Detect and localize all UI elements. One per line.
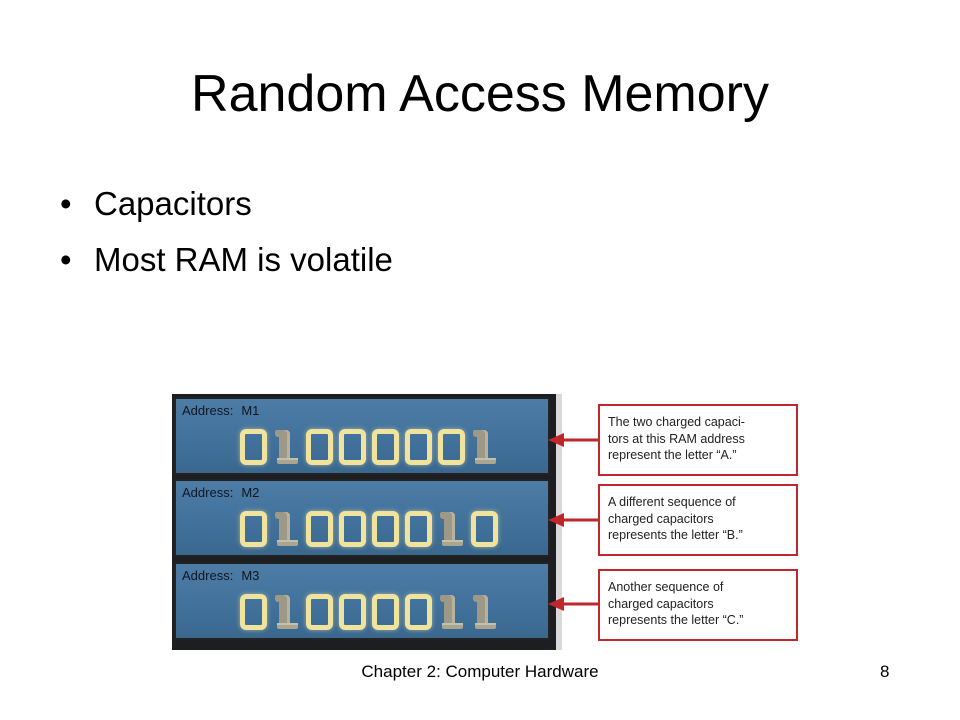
address-value: M2: [241, 485, 260, 500]
uncharged-capacitor-zero: [339, 511, 366, 547]
address-value: M3: [241, 568, 260, 583]
charged-capacitor-one: [273, 594, 300, 630]
callout-line: represents the letter “B.”: [608, 528, 743, 542]
address-value: M1: [241, 403, 260, 418]
slide-footer: Chapter 2: Computer Hardware: [361, 662, 599, 681]
callout-line: The two charged capaci-: [608, 415, 745, 429]
callout-text: Another sequence of charged capacitors r…: [608, 579, 790, 629]
callout-line: charged capacitors: [608, 511, 714, 526]
ram-row-m3: Address: M3: [174, 562, 550, 640]
bullet-item: • Most RAM is volatile: [60, 232, 393, 288]
slide-number: 8: [880, 662, 890, 681]
charged-capacitor-one: [273, 511, 300, 547]
callout-text: The two charged capaci- tors at this RAM…: [608, 414, 790, 464]
charged-capacitor-one: [438, 594, 465, 630]
bullet-marker: •: [60, 185, 72, 222]
uncharged-capacitor-zero: [405, 511, 432, 547]
bullet-text: Capacitors: [94, 185, 252, 222]
uncharged-capacitor-zero: [306, 511, 333, 547]
uncharged-capacitor-zero: [405, 594, 432, 630]
ram-diagram: Address: M1 Address: M2 Address: M3: [172, 394, 556, 650]
address-caption: Address:: [182, 568, 234, 583]
uncharged-capacitor-zero: [240, 511, 267, 547]
address-caption: Address:: [182, 403, 234, 418]
ram-row-m2: Address: M2: [174, 479, 550, 557]
bullet-list: • Capacitors • Most RAM is volatile: [60, 176, 393, 288]
bit-sequence: [240, 429, 498, 465]
callout-box: Another sequence of charged capacitors r…: [598, 569, 798, 641]
charged-capacitor-one: [471, 594, 498, 630]
callout-box: The two charged capaci- tors at this RAM…: [598, 404, 798, 476]
callout-line: A different sequence of: [608, 495, 736, 509]
uncharged-capacitor-zero: [438, 429, 465, 465]
uncharged-capacitor-zero: [405, 429, 432, 465]
uncharged-capacitor-zero: [240, 429, 267, 465]
callout-box: A different sequence of charged capacito…: [598, 484, 798, 556]
diagram-edge: [556, 394, 562, 650]
address-caption: Address:: [182, 485, 234, 500]
address-label: Address: M2: [182, 485, 259, 500]
charged-capacitor-one: [438, 511, 465, 547]
bit-sequence: [240, 511, 498, 547]
callout-line: represents the letter “C.”: [608, 613, 744, 627]
uncharged-capacitor-zero: [372, 429, 399, 465]
uncharged-capacitor-zero: [372, 511, 399, 547]
uncharged-capacitor-zero: [339, 429, 366, 465]
uncharged-capacitor-zero: [306, 594, 333, 630]
bullet-marker: •: [60, 241, 72, 278]
uncharged-capacitor-zero: [339, 594, 366, 630]
address-label: Address: M3: [182, 568, 259, 583]
slide-title: Random Access Memory: [191, 65, 769, 123]
uncharged-capacitor-zero: [240, 594, 267, 630]
charged-capacitor-one: [273, 429, 300, 465]
callout-text: A different sequence of charged capacito…: [608, 494, 790, 544]
uncharged-capacitor-zero: [471, 511, 498, 547]
callout-line: tors at this RAM address: [608, 431, 745, 446]
uncharged-capacitor-zero: [306, 429, 333, 465]
callout-line: Another sequence of: [608, 580, 724, 594]
uncharged-capacitor-zero: [372, 594, 399, 630]
callout-line: charged capacitors: [608, 596, 714, 611]
callout-line: represent the letter “A.”: [608, 448, 737, 462]
address-label: Address: M1: [182, 403, 259, 418]
charged-capacitor-one: [471, 429, 498, 465]
bit-sequence: [240, 594, 498, 630]
bullet-text: Most RAM is volatile: [94, 241, 393, 278]
ram-row-m1: Address: M1: [174, 397, 550, 475]
bullet-item: • Capacitors: [60, 176, 393, 232]
